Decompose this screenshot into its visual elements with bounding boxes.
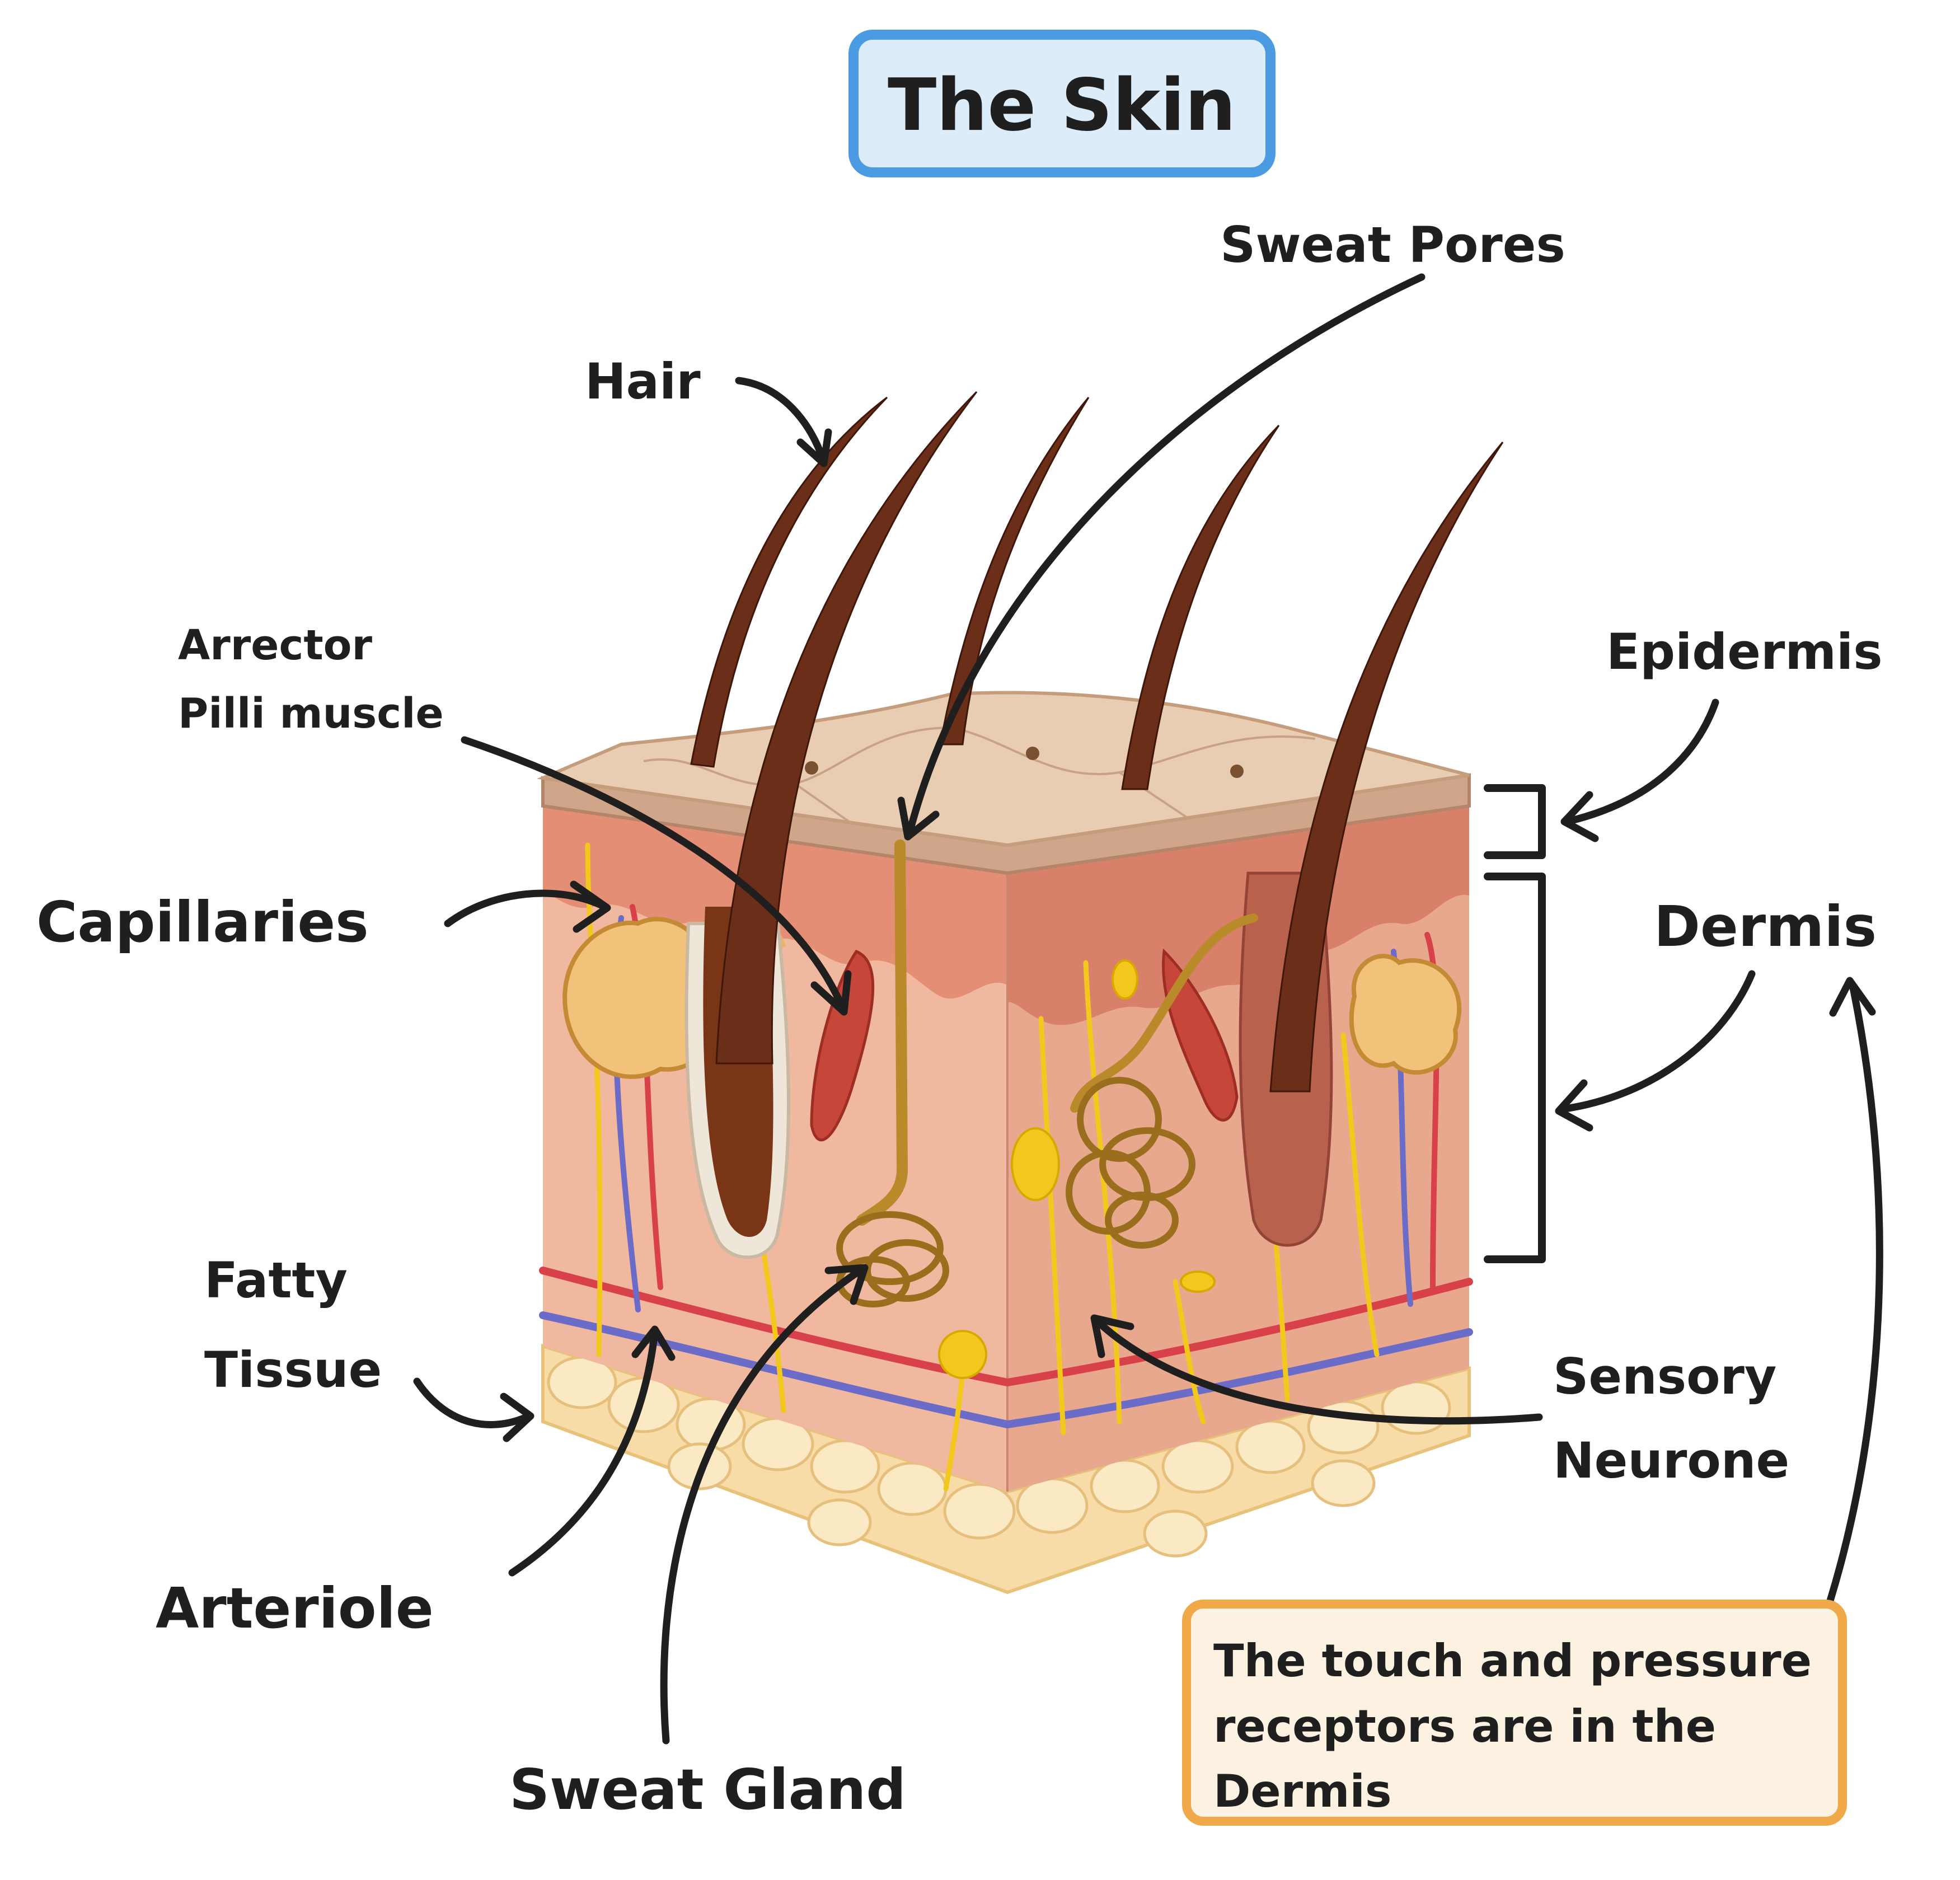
label-hair: Hair bbox=[585, 353, 701, 410]
arrow-epidermis-head bbox=[1560, 791, 1599, 842]
label-fatty-line2: Tissue bbox=[204, 1341, 382, 1399]
arrow-fatty bbox=[413, 1377, 533, 1428]
label-sensory-line2: Neurone bbox=[1553, 1432, 1789, 1489]
note-line1: The touch and pressure bbox=[1213, 1635, 1812, 1687]
layer-brackets bbox=[1484, 784, 1546, 1263]
arrow-arteriole-head bbox=[631, 1325, 676, 1361]
skin-block-illustration bbox=[537, 391, 1504, 1595]
arrow-hair bbox=[735, 377, 827, 463]
label-dermis: Dermis bbox=[1654, 894, 1877, 959]
arrow-sensory bbox=[1093, 1317, 1543, 1425]
sweat-pore-dots bbox=[805, 747, 1244, 778]
arrow-dermis bbox=[1558, 970, 1756, 1113]
arrow-arrector bbox=[461, 736, 846, 1011]
arrow-arrector-head bbox=[810, 970, 852, 1016]
label-fatty-line1: Fatty bbox=[204, 1251, 348, 1309]
touch-receptors bbox=[938, 959, 1216, 1379]
label-sensory-line1: Sensory bbox=[1553, 1348, 1776, 1405]
note-line3: Dermis bbox=[1213, 1765, 1392, 1817]
label-arrector-line2: Pilli muscle bbox=[178, 690, 444, 738]
label-sweat-gland: Sweat Gland bbox=[509, 1757, 906, 1822]
arrow-fatty-head bbox=[500, 1393, 534, 1442]
arrow-note-to-dermis bbox=[1826, 981, 1883, 1605]
label-arrows bbox=[413, 273, 1883, 1745]
epidermis-bracket bbox=[1484, 784, 1546, 859]
dermis-bracket bbox=[1484, 873, 1546, 1263]
arrow-dermis-head bbox=[1555, 1079, 1593, 1132]
sebaceous-gland-right bbox=[1349, 954, 1462, 1075]
arrow-sweat-gland bbox=[660, 1265, 866, 1745]
arrow-sweat-pores bbox=[906, 273, 1426, 837]
arrow-hair-head bbox=[796, 428, 832, 467]
title-box: The Skin bbox=[848, 30, 1276, 177]
arrow-note-to-dermis-head bbox=[1829, 977, 1876, 1017]
label-arrector-line1: Arrector bbox=[178, 621, 373, 669]
label-sweat-pores: Sweat Pores bbox=[1220, 216, 1565, 274]
arrow-arteriole bbox=[508, 1328, 659, 1577]
arrow-epidermis bbox=[1563, 698, 1719, 826]
arrector-pili-muscles bbox=[810, 948, 1239, 1142]
arrow-capillaries-head bbox=[570, 880, 611, 933]
label-epidermis: Epidermis bbox=[1606, 623, 1883, 681]
arrow-sweat-gland-head bbox=[824, 1264, 869, 1305]
note-line2: receptors are in the bbox=[1213, 1700, 1716, 1752]
arrow-sweat-pores-head bbox=[897, 796, 940, 841]
hair-shafts bbox=[690, 391, 1504, 1093]
diagram-title: The Skin bbox=[888, 64, 1236, 147]
note-box: The touch and pressure receptors are in … bbox=[1182, 1600, 1847, 1826]
arrow-sensory-head bbox=[1090, 1314, 1134, 1358]
arrow-capillaries bbox=[444, 889, 608, 927]
label-arteriole: Arteriole bbox=[156, 1576, 434, 1641]
label-capillaries: Capillaries bbox=[36, 889, 369, 955]
